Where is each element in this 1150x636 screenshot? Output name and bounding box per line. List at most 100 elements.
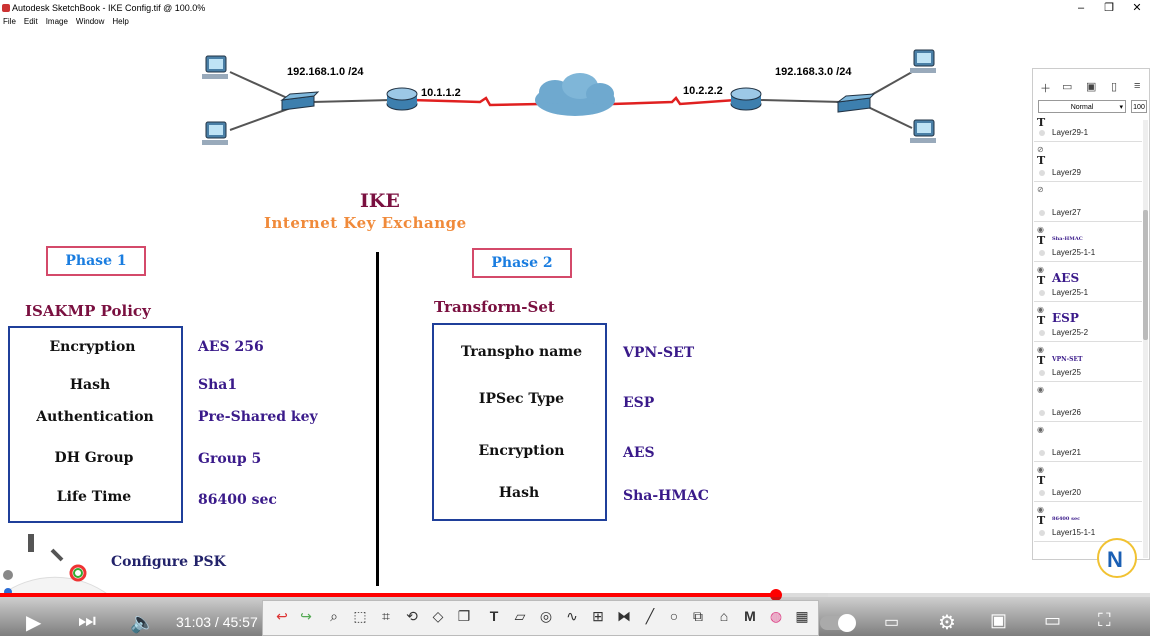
visibility-dot[interactable] (1039, 170, 1045, 176)
layer-item[interactable]: ◉ T VPN-SET Layer25 (1034, 342, 1142, 382)
layer-item[interactable]: ◉ Layer26 (1034, 382, 1142, 422)
layer-item[interactable]: ◉ T Layer20 (1034, 462, 1142, 502)
miniplayer-icon[interactable]: ▣ (990, 610, 1008, 630)
blend-mode-select[interactable]: Normal▾ (1038, 100, 1126, 113)
layer-item[interactable]: ◉ T Sha-HMAC Layer25-1-1 (1034, 222, 1142, 262)
play-icon[interactable]: ▶ (26, 612, 42, 634)
link-router1-cloud (411, 96, 541, 107)
color-editor-icon[interactable]: ◍ (769, 608, 783, 624)
shape-icon[interactable]: ◇ (432, 608, 444, 624)
next-icon[interactable]: ⏭ (78, 610, 96, 632)
eye-icon[interactable]: ◉ (1037, 385, 1044, 394)
phase2-header: Transform-Set (434, 298, 555, 316)
settings-icon[interactable]: ⚙ (938, 612, 956, 634)
radial-brush-menu[interactable] (0, 520, 120, 596)
copic-palette-icon[interactable]: ▦ (795, 608, 809, 624)
eye-icon[interactable]: ◉ (1037, 345, 1044, 354)
drawing-canvas[interactable] (0, 28, 1032, 598)
layer-item[interactable]: ◉ T 86400 sec Layer15-1-1 (1034, 502, 1142, 542)
layers-scrollbar[interactable] (1143, 120, 1148, 558)
ruler-icon[interactable]: ▱ (514, 608, 526, 624)
circle-icon[interactable]: ○ (669, 608, 679, 624)
hidden-eye-icon[interactable]: ⊘ (1037, 145, 1044, 154)
copy-icon[interactable]: ❐ (457, 608, 471, 624)
french-curve-icon[interactable]: ∿ (566, 608, 578, 624)
minimize-button[interactable]: – (1077, 2, 1085, 14)
line-icon[interactable]: ╱ (645, 608, 655, 624)
pc-icon (910, 119, 936, 143)
eye-icon[interactable]: ◉ (1037, 465, 1044, 474)
folder-icon[interactable]: ▭ (1062, 81, 1073, 93)
undo-icon[interactable]: ↩ (276, 608, 288, 624)
menu-help[interactable]: Help (112, 17, 129, 26)
menu-icon[interactable]: ≡ (1134, 80, 1141, 92)
marker-icon[interactable]: M (744, 608, 756, 624)
image-layer-icon[interactable]: ▣ (1086, 81, 1097, 93)
add-layer-icon[interactable]: ＋ (1040, 83, 1051, 95)
phase1-label: DH Group (54, 450, 134, 466)
scrollbar-thumb[interactable] (1143, 210, 1148, 340)
text-tool-icon[interactable]: T (489, 608, 499, 624)
layer-name: Layer25-1 (1052, 288, 1089, 297)
phase2-label: IPSec Type (478, 391, 565, 407)
ellipse-guide-icon[interactable]: ◎ (539, 608, 553, 624)
redo-icon[interactable]: ↪ (300, 608, 312, 624)
layer-name: Layer29 (1052, 168, 1081, 177)
layer-item[interactable]: ⊘ Layer27 (1034, 182, 1142, 222)
visibility-dot[interactable] (1039, 450, 1045, 456)
brush-palette-icon[interactable]: ⌂ (719, 608, 729, 624)
layer-editor-icon[interactable]: ⧉ (693, 608, 703, 624)
phase1-value: 86400 sec (198, 492, 277, 508)
brush-icon (28, 534, 34, 552)
router-icon (730, 87, 762, 111)
layer-name: Layer25-2 (1052, 328, 1089, 337)
visibility-dot[interactable] (1039, 250, 1045, 256)
layer-item[interactable]: ◉ Layer21 (1034, 422, 1142, 462)
symmetry-icon[interactable]: ⧓ (617, 608, 631, 624)
menu-image[interactable]: Image (45, 17, 68, 26)
eye-icon[interactable]: ◉ (1037, 225, 1044, 234)
eye-icon[interactable]: ◉ (1037, 305, 1044, 314)
visibility-dot[interactable] (1039, 210, 1045, 216)
color-wheel-icon (69, 564, 87, 582)
transform-icon[interactable]: ⟲ (406, 608, 418, 624)
trash-icon[interactable]: ▯ (1111, 81, 1118, 93)
layers-panel (1032, 68, 1150, 560)
visibility-dot[interactable] (1039, 370, 1045, 376)
eye-icon[interactable]: ◉ (1037, 425, 1044, 434)
menu-file[interactable]: File (3, 17, 16, 26)
maximize-button[interactable]: ❐ (1104, 2, 1114, 14)
layer-item[interactable]: ◉ T ESP Layer25-2 (1034, 302, 1142, 342)
text-layer-icon: T (1037, 474, 1046, 487)
visibility-dot[interactable] (1039, 330, 1045, 336)
visibility-dot[interactable] (1039, 290, 1045, 296)
perspective-icon[interactable]: ⊞ (592, 608, 604, 624)
visibility-dot[interactable] (1039, 410, 1045, 416)
link-switch1-router1 (311, 99, 393, 103)
menu-edit[interactable]: Edit (23, 17, 38, 26)
eye-icon[interactable]: ◉ (1037, 265, 1044, 274)
phase2-box (432, 323, 607, 521)
close-button[interactable]: ✕ (1132, 2, 1142, 14)
visibility-dot[interactable] (1039, 130, 1045, 136)
visibility-dot[interactable] (1039, 490, 1045, 496)
eye-icon[interactable]: ◉ (1037, 505, 1044, 514)
layer-item[interactable]: ◉ T AES Layer25-1 (1034, 262, 1142, 302)
hidden-eye-icon[interactable]: ⊘ (1037, 185, 1044, 194)
subtitles-icon[interactable]: ▭ (884, 614, 900, 631)
layer-thumbnail: ESP (1052, 311, 1079, 325)
fullscreen-icon[interactable]: ⛶ (1098, 610, 1111, 630)
opacity-field[interactable]: 100 (1131, 100, 1147, 113)
zoom-icon[interactable]: ⌕ (330, 608, 338, 624)
phase2-value: VPN-SET (623, 345, 695, 361)
autoplay-toggle[interactable] (820, 614, 856, 632)
select-icon[interactable]: ⬚ (353, 608, 367, 624)
theater-mode-icon[interactable]: ▭ (1044, 610, 1062, 630)
buffered-bar (776, 593, 828, 597)
visibility-dot[interactable] (1039, 530, 1045, 536)
layer-item[interactable]: T Layer29-1 (1034, 114, 1142, 142)
menu-window[interactable]: Window (75, 17, 105, 26)
layer-item[interactable]: ⊘ T Layer29 (1034, 142, 1142, 182)
crop-icon[interactable]: ⌗ (382, 608, 390, 624)
volume-icon[interactable]: 🔈 (130, 612, 155, 634)
